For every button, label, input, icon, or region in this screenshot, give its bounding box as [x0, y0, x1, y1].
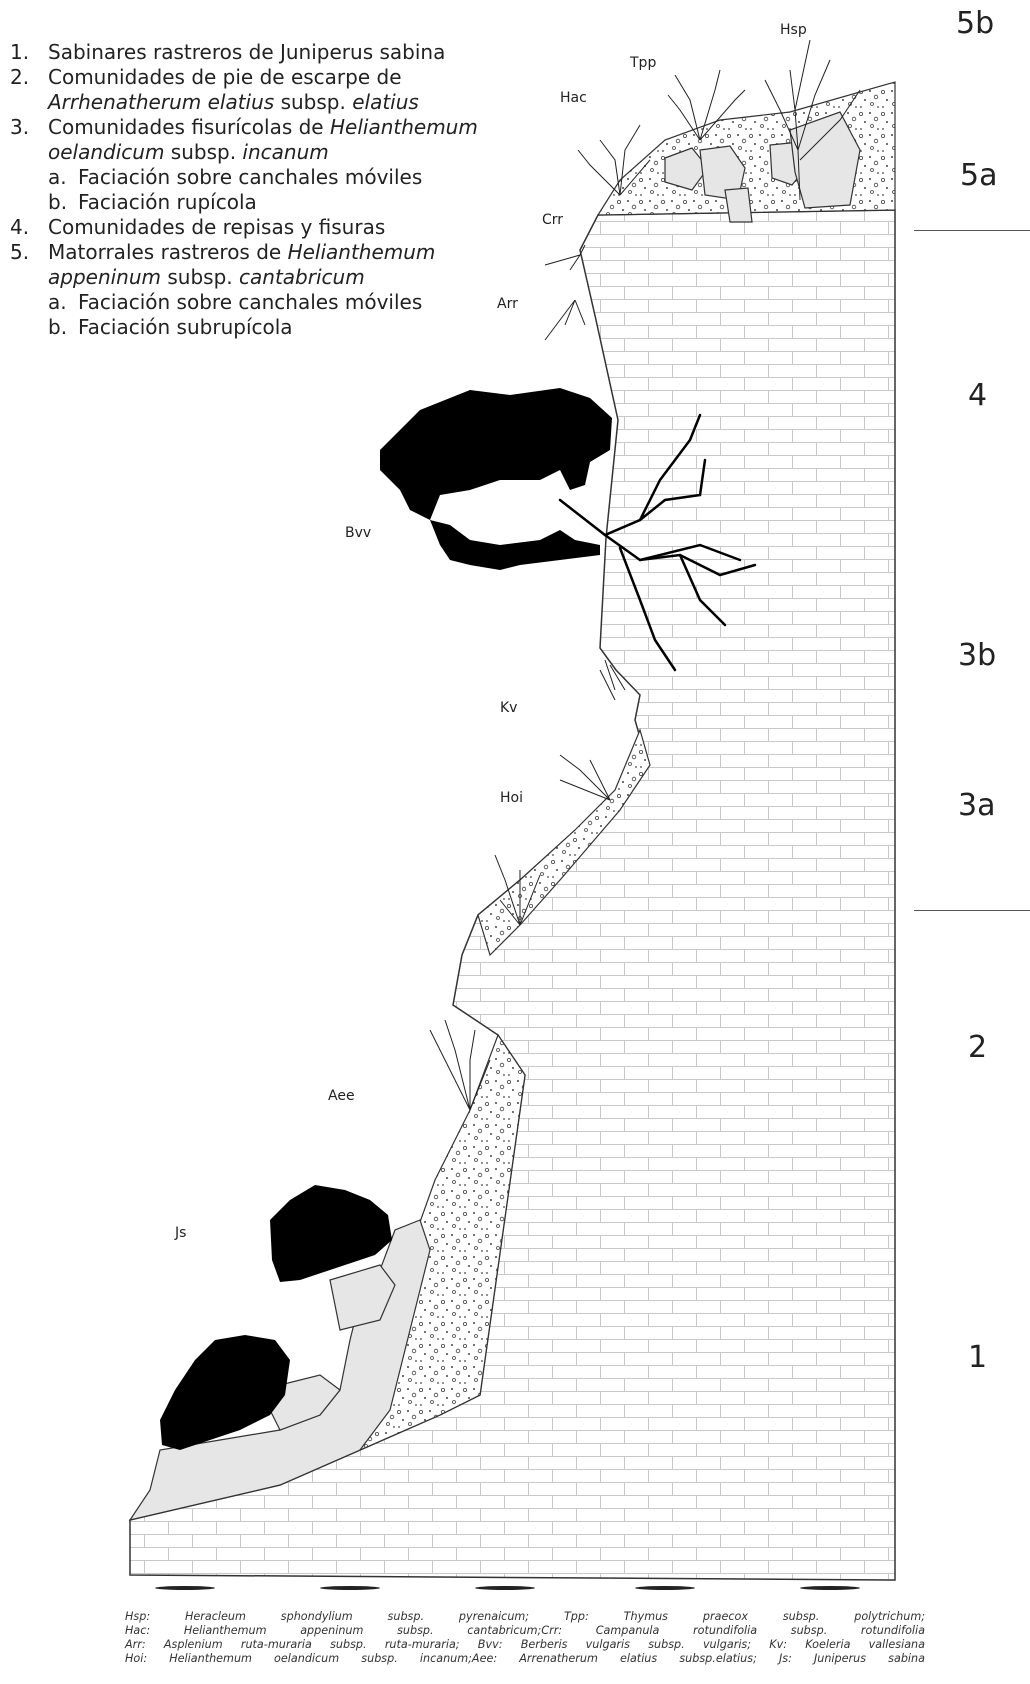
legend-sub-letter: a. — [48, 290, 78, 315]
plant-label-crr: Crr — [542, 212, 563, 228]
legend-sub-text: Faciación sobre canchales móviles — [78, 165, 422, 189]
zone-label-3b: 3b — [958, 638, 996, 673]
species-caption: Hsp: Heracleum sphondylium subsp. pyrena… — [125, 1610, 925, 1666]
zone-label-2: 2 — [968, 1030, 987, 1065]
legend-num: 4. — [10, 215, 40, 240]
legend-text: Comunidades fisurícolas de Helianthemum — [48, 115, 478, 140]
legend-text: subsp. — [164, 140, 242, 164]
plant-label-arr: Arr — [497, 296, 518, 312]
legend-continuation: oelandicum subsp. incanum — [48, 140, 329, 165]
legend-item-2-cont: Arrhenatherum elatius subsp. elatius — [10, 90, 530, 115]
legend-sub-letter: b. — [48, 190, 78, 215]
legend-sub-text: Faciación rupícola — [78, 190, 257, 214]
legend: 1. Sabinares rastreros de Juniperus sabi… — [10, 40, 530, 340]
legend-continuation: Arrhenatherum elatius subsp. elatius — [48, 90, 419, 115]
species-name: Arrhenatherum elatius — [48, 90, 274, 114]
species-name: Helianthemum — [330, 115, 478, 139]
legend-item-3a: a.Faciación sobre canchales móviles — [10, 165, 530, 190]
legend-text-plain: Matorrales rastreros de — [48, 240, 288, 264]
zone-label-4: 4 — [968, 378, 987, 413]
legend-continuation: appeninum subsp. cantabricum — [48, 265, 365, 290]
legend-item-3b: b.Faciación rupícola — [10, 190, 530, 215]
legend-item-1: 1. Sabinares rastreros de Juniperus sabi… — [10, 40, 530, 65]
caption-line: Hsp: Heracleum sphondylium subsp. pyrena… — [125, 1610, 925, 1624]
zone-label-3a: 3a — [958, 788, 995, 823]
legend-subitem: b.Faciación subrupícola — [48, 315, 293, 340]
legend-item-5b: b.Faciación subrupícola — [10, 315, 530, 340]
plant-label-aee: Aee — [328, 1088, 355, 1104]
legend-sub-text: Faciación sobre canchales móviles — [78, 290, 422, 314]
legend-text: subsp. — [274, 90, 352, 114]
legend-sub-text: Faciación subrupícola — [78, 315, 293, 339]
plant-label-hoi: Hoi — [500, 790, 523, 806]
legend-text: Comunidades de pie de escarpe de — [48, 65, 402, 90]
zone-boundary — [914, 910, 1030, 911]
ground-marks — [155, 1586, 860, 1590]
legend-item-5: 5. Matorrales rastreros de Helianthemum — [10, 240, 530, 265]
species-name: incanum — [242, 140, 328, 164]
legend-num: 2. — [10, 65, 40, 90]
caption-line: Arr: Asplenium ruta-muraria subsp. ruta-… — [125, 1638, 925, 1652]
zone-label-1: 1 — [968, 1340, 987, 1375]
species-name: cantabricum — [239, 265, 365, 289]
species-name: elatius — [352, 90, 419, 114]
legend-subitem: a.Faciación sobre canchales móviles — [48, 290, 422, 315]
zone-boundary — [914, 230, 1030, 231]
zone-label-5b: 5b — [956, 6, 994, 41]
legend-item-5a: a.Faciación sobre canchales móviles — [10, 290, 530, 315]
species-name: appeninum — [48, 265, 161, 289]
legend-subitem: b.Faciación rupícola — [48, 190, 257, 215]
legend-sub-letter: a. — [48, 165, 78, 190]
legend-subitem: a.Faciación sobre canchales móviles — [48, 165, 422, 190]
legend-item-4: 4. Comunidades de repisas y fisuras — [10, 215, 530, 240]
zone-label-5a: 5a — [960, 158, 997, 193]
caption-line: Hoi: Helianthemum oelandicum subsp. inca… — [125, 1652, 925, 1666]
legend-text: Comunidades de repisas y fisuras — [48, 215, 385, 240]
species-name: oelandicum — [48, 140, 164, 164]
legend-text-plain: Comunidades fisurícolas de — [48, 115, 330, 139]
legend-item-5-cont: appeninum subsp. cantabricum — [10, 265, 530, 290]
plant-label-bvv: Bvv — [345, 525, 371, 541]
legend-sub-letter: b. — [48, 315, 78, 340]
legend-item-3-cont: oelandicum subsp. incanum — [10, 140, 530, 165]
legend-text: Sabinares rastreros de Juniperus sabina — [48, 40, 445, 65]
legend-text: Matorrales rastreros de Helianthemum — [48, 240, 435, 265]
plant-label-kv: Kv — [500, 700, 517, 716]
plant-label-hsp: Hsp — [780, 22, 807, 38]
plant-label-js: Js — [175, 1225, 186, 1241]
caption-line: Hac: Helianthemum appeninum subsp. canta… — [125, 1624, 925, 1638]
legend-item-2: 2. Comunidades de pie de escarpe de — [10, 65, 530, 90]
species-name: Helianthemum — [288, 240, 436, 264]
legend-item-3: 3. Comunidades fisurícolas de Helianthem… — [10, 115, 530, 140]
plant-label-tpp: Tpp — [630, 55, 656, 71]
legend-text: subsp. — [161, 265, 239, 289]
legend-num: 5. — [10, 240, 40, 265]
berberis-shrub — [380, 388, 612, 570]
legend-num: 3. — [10, 115, 40, 140]
legend-num: 1. — [10, 40, 40, 65]
plant-label-hac: Hac — [560, 90, 587, 106]
